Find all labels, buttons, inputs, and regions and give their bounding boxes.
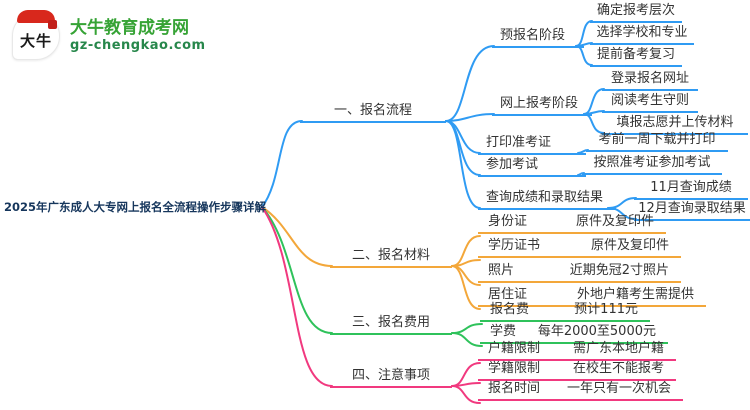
logo-text-block: 大牛教育成考网 gz-chengkao.com: [70, 18, 206, 54]
leaf-node: 12月查询录取结果: [634, 201, 750, 221]
note-row-student-status-restriction: 学籍限制 在校生不能报考: [478, 361, 676, 381]
subnode-check-results: 查询成绩和录取结果: [478, 190, 616, 210]
branch-node-registration-materials: 二、报名材料: [330, 248, 452, 268]
connector: [445, 120, 481, 154]
material-row-diploma: 学历证书 原件及复印件: [478, 238, 681, 258]
logo-bubble-icon: 大牛: [12, 10, 60, 60]
material-row-id-card: 身份证 原件及复印件: [478, 214, 666, 234]
connector: [451, 235, 481, 267]
fee-row-registration-fee: 报名费 预计111元: [480, 302, 650, 322]
connector: [451, 265, 481, 286]
leaf-node: 一年只有一次机会: [566, 381, 671, 396]
material-row-photo: 照片 近期免冠2寸照片: [478, 263, 681, 283]
leaf-node: 确定报考层次: [590, 3, 682, 23]
connector: [261, 206, 333, 267]
connector: [445, 120, 481, 176]
site-name: 大牛教育成考网: [70, 18, 189, 38]
subnode-label: 学历证书: [488, 238, 541, 253]
leaf-node: 登录报名网址: [602, 71, 698, 91]
note-row-household-restriction: 户籍限制 需广东本地户籍: [478, 341, 676, 361]
connector: [451, 259, 481, 267]
connector: [261, 206, 333, 387]
logo-red-arc: [17, 10, 55, 23]
leaf-node: 按照准考证参加考试: [582, 155, 722, 175]
leaf-node: 填报志愿并上传材料: [602, 115, 748, 135]
leaf-node: 近期免冠2寸照片: [569, 263, 669, 278]
leaf-node: 原件及复印件: [575, 214, 654, 229]
connector: [451, 265, 481, 310]
leaf-node: 外地户籍考生需提供: [576, 287, 694, 302]
connector: [583, 113, 605, 134]
leaf-node: 阅读考生守则: [602, 93, 698, 113]
note-row-registration-time: 报名时间 一年只有一次机会: [478, 381, 683, 401]
mindmap-root-node: 2025年广东成人大专网上报名全流程操作步骤详解: [4, 200, 267, 214]
subnode-label: 照片: [488, 263, 515, 278]
subnode-label: 居住证: [488, 287, 528, 302]
subnode-label: 户籍限制: [488, 341, 541, 356]
subnode-take-exam: 参加考试: [478, 157, 586, 177]
connector: [451, 382, 481, 387]
connector: [451, 323, 483, 334]
subnode-label: 学籍限制: [488, 361, 541, 376]
branch-node-registration-fees: 三、报名费用: [330, 315, 452, 335]
logo-icon-text: 大牛: [19, 31, 52, 50]
connector: [451, 362, 481, 387]
connector: [261, 120, 303, 208]
subnode-label: 身份证: [488, 214, 528, 229]
site-url: gz-chengkao.com: [70, 38, 206, 53]
logo-red-seal: [48, 20, 57, 29]
branch-node-registration-process: 一、报名流程: [300, 103, 446, 123]
connector: [261, 206, 333, 334]
leaf-node: 需广东本地户籍: [572, 341, 664, 356]
subnode-print-admission-ticket: 打印准考证: [478, 135, 586, 155]
leaf-node: 预计111元: [574, 302, 638, 317]
leaf-node: 在校生不能报考: [572, 361, 664, 376]
leaf-node: 每年2000至5000元: [537, 324, 656, 339]
leaf-node: 考前一周下载并打印: [586, 132, 728, 152]
leaf-node: 选择学校和专业: [590, 25, 694, 45]
subnode-pre-registration-stage: 预报名阶段: [492, 28, 584, 48]
subnode-online-registration-stage: 网上报考阶段: [492, 96, 592, 116]
branch-node-notes: 四、注意事项: [330, 368, 452, 388]
connector: [445, 113, 495, 122]
connector: [445, 120, 481, 209]
subnode-label: 报名时间: [488, 381, 541, 396]
leaf-node: 原件及复印件: [590, 238, 669, 253]
subnode-label: 报名费: [490, 302, 530, 317]
site-logo[interactable]: 大牛 大牛教育成考网 gz-chengkao.com: [12, 10, 206, 60]
subnode-label: 学费: [490, 324, 517, 339]
connector: [451, 385, 481, 404]
leaf-node: 11月查询成绩: [634, 180, 748, 200]
material-row-residence-permit: 居住证 外地户籍考生需提供: [478, 287, 706, 307]
fee-row-tuition: 学费 每年2000至5000元: [480, 324, 668, 344]
connector: [445, 45, 495, 122]
leaf-node: 提前备考复习: [590, 47, 682, 67]
